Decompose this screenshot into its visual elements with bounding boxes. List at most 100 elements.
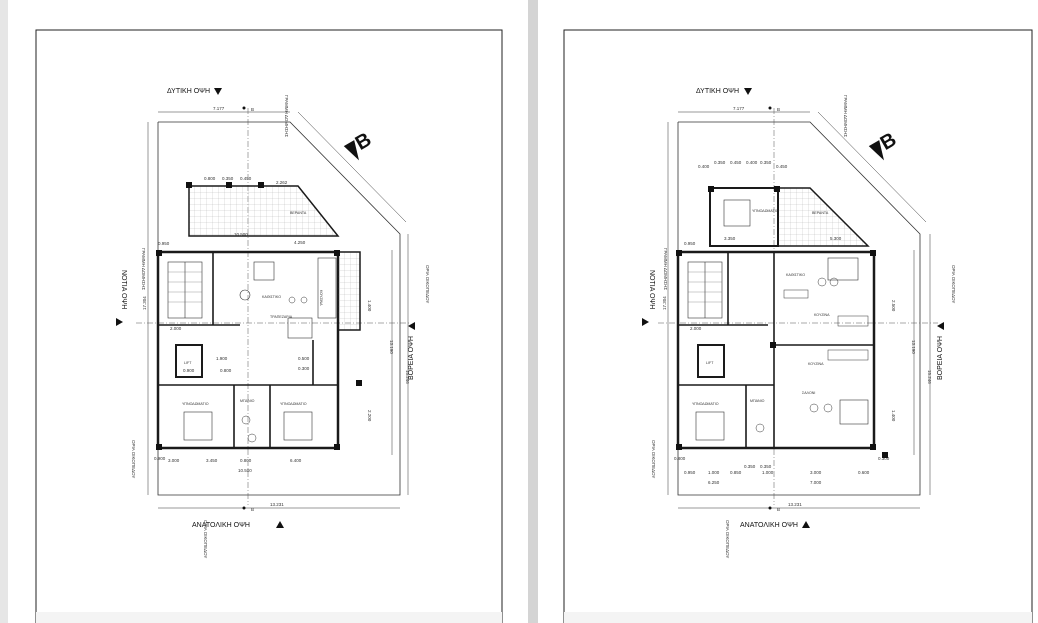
property-line-label-bottom: ΟΡΙΑ ΟΙΚΟΠΕΔΟΥ: [725, 520, 730, 558]
view-arrow-south-icon: [116, 318, 123, 326]
wc-icon: [755, 423, 765, 433]
view-label-north: ΒΟΡΕΙΑ ΟΨΗ: [408, 336, 415, 380]
dim-top-f: 0.450: [776, 164, 788, 169]
view-label-north: ΒΟΡΕΙΑ ΟΨΗ: [937, 336, 944, 380]
chair: [300, 296, 308, 304]
room-label-bedroom-left: ΥΠΝΟΔΩΜΑΤΙΟ: [182, 402, 209, 406]
view-arrow-west-icon: [214, 88, 222, 95]
dim-bottom-width: 13.231: [270, 502, 284, 507]
room-label-living: ΚΑΘΙΣΤΙΚΟ: [786, 273, 805, 277]
cut-marker-top-icon: [768, 106, 772, 110]
dim-top-a: 0.400: [698, 164, 710, 169]
cut-marker-bottom-icon: [768, 506, 772, 510]
cut-marker-top: Β: [251, 107, 254, 112]
sheet-gutter: [528, 0, 538, 623]
building-line-label-top: ΓΡΑΜΜΗ ΔΟΜΗΣΗΣ: [843, 95, 848, 137]
dim-top-balcony-c: 0.450: [240, 176, 252, 181]
dim-right-height: 15.246: [927, 370, 932, 384]
room-label-dining: ΤΡΑΠΕΖΑΡΙΑ: [270, 315, 293, 319]
coffee-table: [823, 403, 833, 413]
property-boundary: [677, 121, 921, 496]
tv-unit: [783, 289, 809, 299]
dim-bottom-a: 0.950: [684, 470, 696, 475]
dim-top-h: 5.300: [830, 236, 842, 241]
dim-top-e: 0.350: [760, 160, 772, 165]
wc-icon: [241, 415, 251, 425]
bedroom-top: [709, 187, 779, 247]
dim-left-c: 0.900: [183, 368, 195, 373]
dim-bottom-j: 7.000: [810, 480, 822, 485]
dim-bottom-b: 3.450: [206, 458, 218, 463]
dim-left-d: 1.900: [216, 356, 228, 361]
dim-left-c: 0.800: [674, 456, 686, 461]
dim-bottom-d: 6.400: [290, 458, 302, 463]
view-arrow-west-icon: [744, 88, 752, 95]
dim-bottom-i: 6.250: [708, 480, 720, 485]
dim-top-balcony-b: 0.350: [222, 176, 234, 181]
staircase: [687, 261, 723, 319]
bed-top: [723, 199, 751, 227]
dim-line-diagonal: [817, 111, 927, 223]
room-label-veranda: ΒΕΡΑΝΤΑ: [812, 211, 829, 215]
dim-right-c: 0.300: [878, 456, 890, 461]
dim-bottom-b: 1.000: [708, 470, 720, 475]
dim-line-diagonal: [297, 111, 407, 223]
dim-bottom-g: 3.000: [810, 470, 822, 475]
view-label-west: ΔΥΤΙΚΗ ΟΨΗ: [696, 88, 739, 95]
view-arrow-north-icon: [937, 322, 944, 330]
building-line-label-top: ΓΡΑΜΜΗ ΔΟΜΗΣΗΣ: [284, 95, 289, 137]
coffee-table: [817, 277, 827, 287]
dim-bottom-h: 0.600: [858, 470, 870, 475]
dim-bottom-d: 0.350: [744, 464, 756, 469]
sheet-bottom-strip: [36, 612, 502, 623]
lift-shaft: [175, 344, 203, 378]
dim-right-b: 2.200: [367, 410, 372, 422]
view-label-south: ΝΟΤΙΑ ΟΨΗ: [120, 270, 127, 309]
basin-icon: [247, 433, 257, 443]
dim-bottom-total: 10.500: [238, 468, 252, 473]
view-arrow-east-icon: [802, 521, 810, 528]
kitchen-counter: [317, 257, 337, 319]
section-arrow-icon: [868, 140, 884, 161]
room-label-bedroom-right: ΥΠΝΟΔΩΜΑΤΙΟ: [280, 402, 307, 406]
cut-marker-bottom-icon: [242, 506, 246, 510]
column-marks: [676, 186, 888, 458]
room-label-living: ΚΑΘΙΣΤΙΚΟ: [262, 295, 281, 299]
dining-table: [839, 399, 869, 425]
section-arrow-icon: [343, 140, 359, 161]
dim-bottom-e: 1.000: [762, 470, 774, 475]
room-label-kitchen-bottom: ΚΟΥΖΙΝΑ: [808, 362, 824, 366]
bed-bottom: [695, 411, 725, 441]
view-arrow-south-icon: [642, 318, 649, 326]
dim-left-height: 17.304: [662, 296, 667, 310]
building-outline: [156, 250, 340, 450]
dim-left-e: 0.800: [220, 368, 232, 373]
dim-left-a: 0.950: [684, 241, 696, 246]
dim-right-a: 2.500: [891, 300, 896, 312]
property-line-label-bottom: ΟΡΙΑ ΟΙΚΟΠΕΔΟΥ: [203, 520, 208, 558]
column-marks: [156, 182, 362, 450]
dim-bottom-a: 3.000: [168, 458, 180, 463]
dim-bottom-c: 0.800: [240, 458, 252, 463]
dining-table: [287, 317, 313, 339]
dim-left-a: 0.950: [158, 241, 170, 246]
property-line-label-right: ΟΡΙΑ ΟΙΚΟΠΕΔΟΥ: [425, 265, 430, 303]
dim-top-d: 0.400: [746, 160, 758, 165]
dim-bottom-c: 0.850: [730, 470, 742, 475]
dim-left-f: 0.900: [154, 456, 166, 461]
dim-top-width: 7.177: [213, 106, 225, 111]
dim-left-height: 17.304: [142, 296, 147, 310]
coffee-table: [829, 277, 839, 287]
dim-top-c: 0.450: [730, 160, 742, 165]
dim-top-balcony-a: 0.800: [204, 176, 216, 181]
dim-bottom-f: 0.350: [760, 464, 772, 469]
floor-plan-left-svg: ΔΥΤΙΚΗ ΟΨΗ ΑΝΑΤΟΛΙΚΗ ΟΨΗ ΝΟΤΙΑ ΟΨΗ ΒΟΡΕΙ…: [35, 29, 503, 623]
sheet-frame: [563, 29, 1033, 623]
dim-right-d: 0.300: [298, 366, 310, 371]
dim-right-c: 0.500: [298, 356, 310, 361]
bed-left: [183, 411, 213, 441]
view-label-east: ΑΝΑΤΟΛΙΚΗ ΟΨΗ: [740, 522, 798, 529]
staircase: [167, 261, 203, 319]
balcony-top: [188, 185, 340, 237]
dim-right-inner: 13.190: [389, 340, 394, 354]
